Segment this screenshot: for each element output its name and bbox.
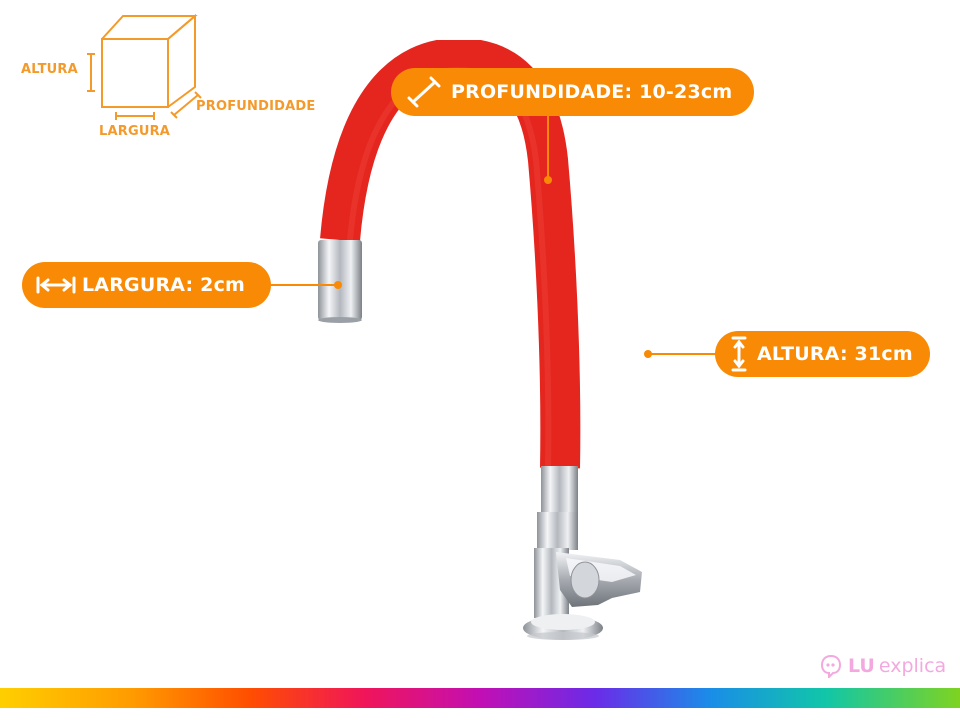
horizontal-arrow-icon bbox=[36, 276, 76, 294]
width-callout-text: LARGURA: 2cm bbox=[82, 274, 246, 296]
legend-height-label: ALTURA bbox=[21, 62, 78, 77]
depth-callout-text: PROFUNDIDADE: 10-23cm bbox=[451, 81, 733, 103]
legend-depth-label: PROFUNDIDADE bbox=[196, 99, 316, 114]
depth-leader-line bbox=[547, 114, 549, 180]
depth-leader-dot bbox=[544, 176, 552, 184]
box-dimensions-icon bbox=[87, 13, 202, 120]
rainbow-footer-stripe bbox=[0, 688, 960, 708]
width-callout: LARGURA: 2cm bbox=[22, 262, 271, 308]
height-callout: ALTURA: 31cm bbox=[715, 331, 930, 377]
brand-name-bold: LU bbox=[848, 655, 875, 677]
height-leader-dot bbox=[644, 350, 652, 358]
brand-logo: LU explica bbox=[820, 654, 946, 678]
height-callout-text: ALTURA: 31cm bbox=[757, 343, 913, 365]
height-leader-line bbox=[650, 353, 716, 355]
brand-name-light: explica bbox=[878, 655, 947, 677]
chat-bubble-icon bbox=[820, 654, 842, 678]
width-leader-dot bbox=[334, 281, 342, 289]
width-leader-line bbox=[271, 284, 335, 286]
depth-callout: PROFUNDIDADE: 10-23cm bbox=[391, 68, 755, 116]
diagonal-arrow-icon bbox=[407, 76, 441, 108]
legend-width-label: LARGURA bbox=[99, 124, 171, 139]
faucet-image bbox=[318, 40, 642, 640]
vertical-arrow-icon bbox=[731, 336, 747, 372]
